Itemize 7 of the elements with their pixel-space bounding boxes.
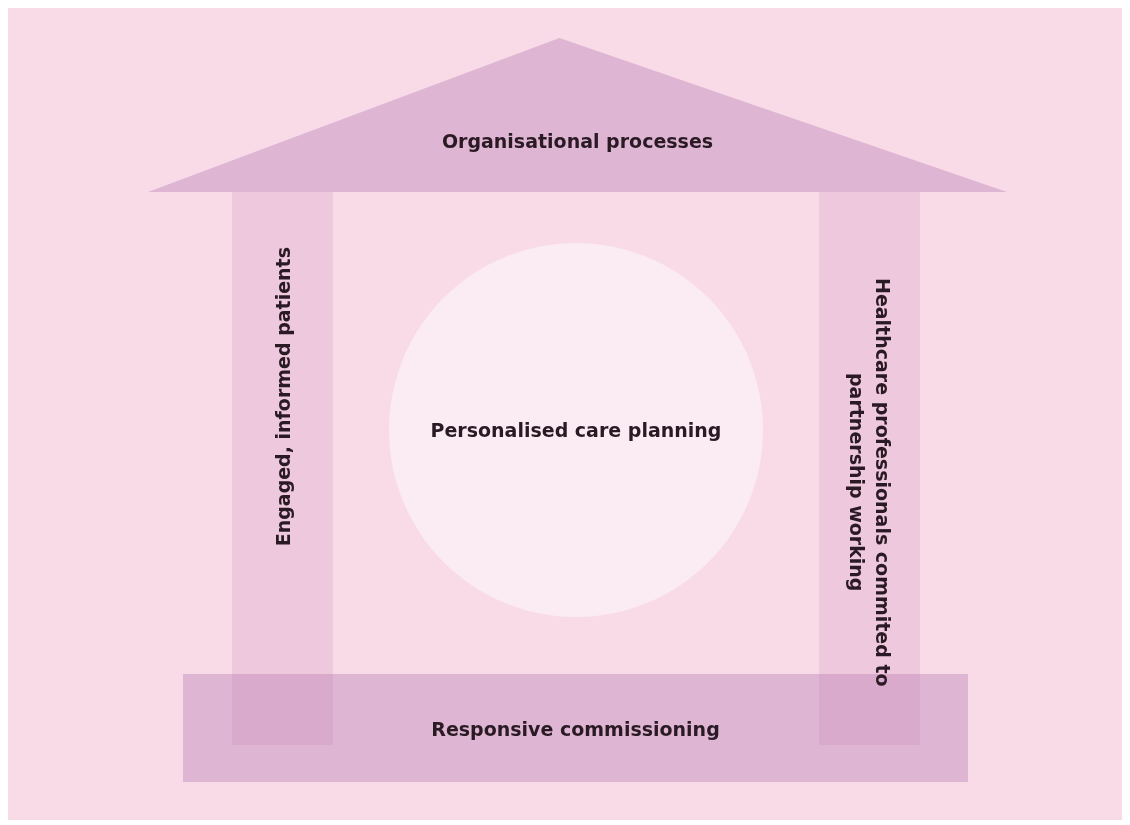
pillar-bar: [232, 192, 333, 745]
vertical-label: Engaged, informed patients: [270, 247, 295, 547]
label-text: Responsive commissioning: [431, 717, 720, 742]
label-text: Organisational processes: [441, 129, 714, 154]
pillar-bar: [819, 192, 920, 745]
vertical-label: Healthcare professionals commited to partnership working: [844, 276, 895, 689]
label-text: Personalised care planning: [430, 418, 722, 443]
